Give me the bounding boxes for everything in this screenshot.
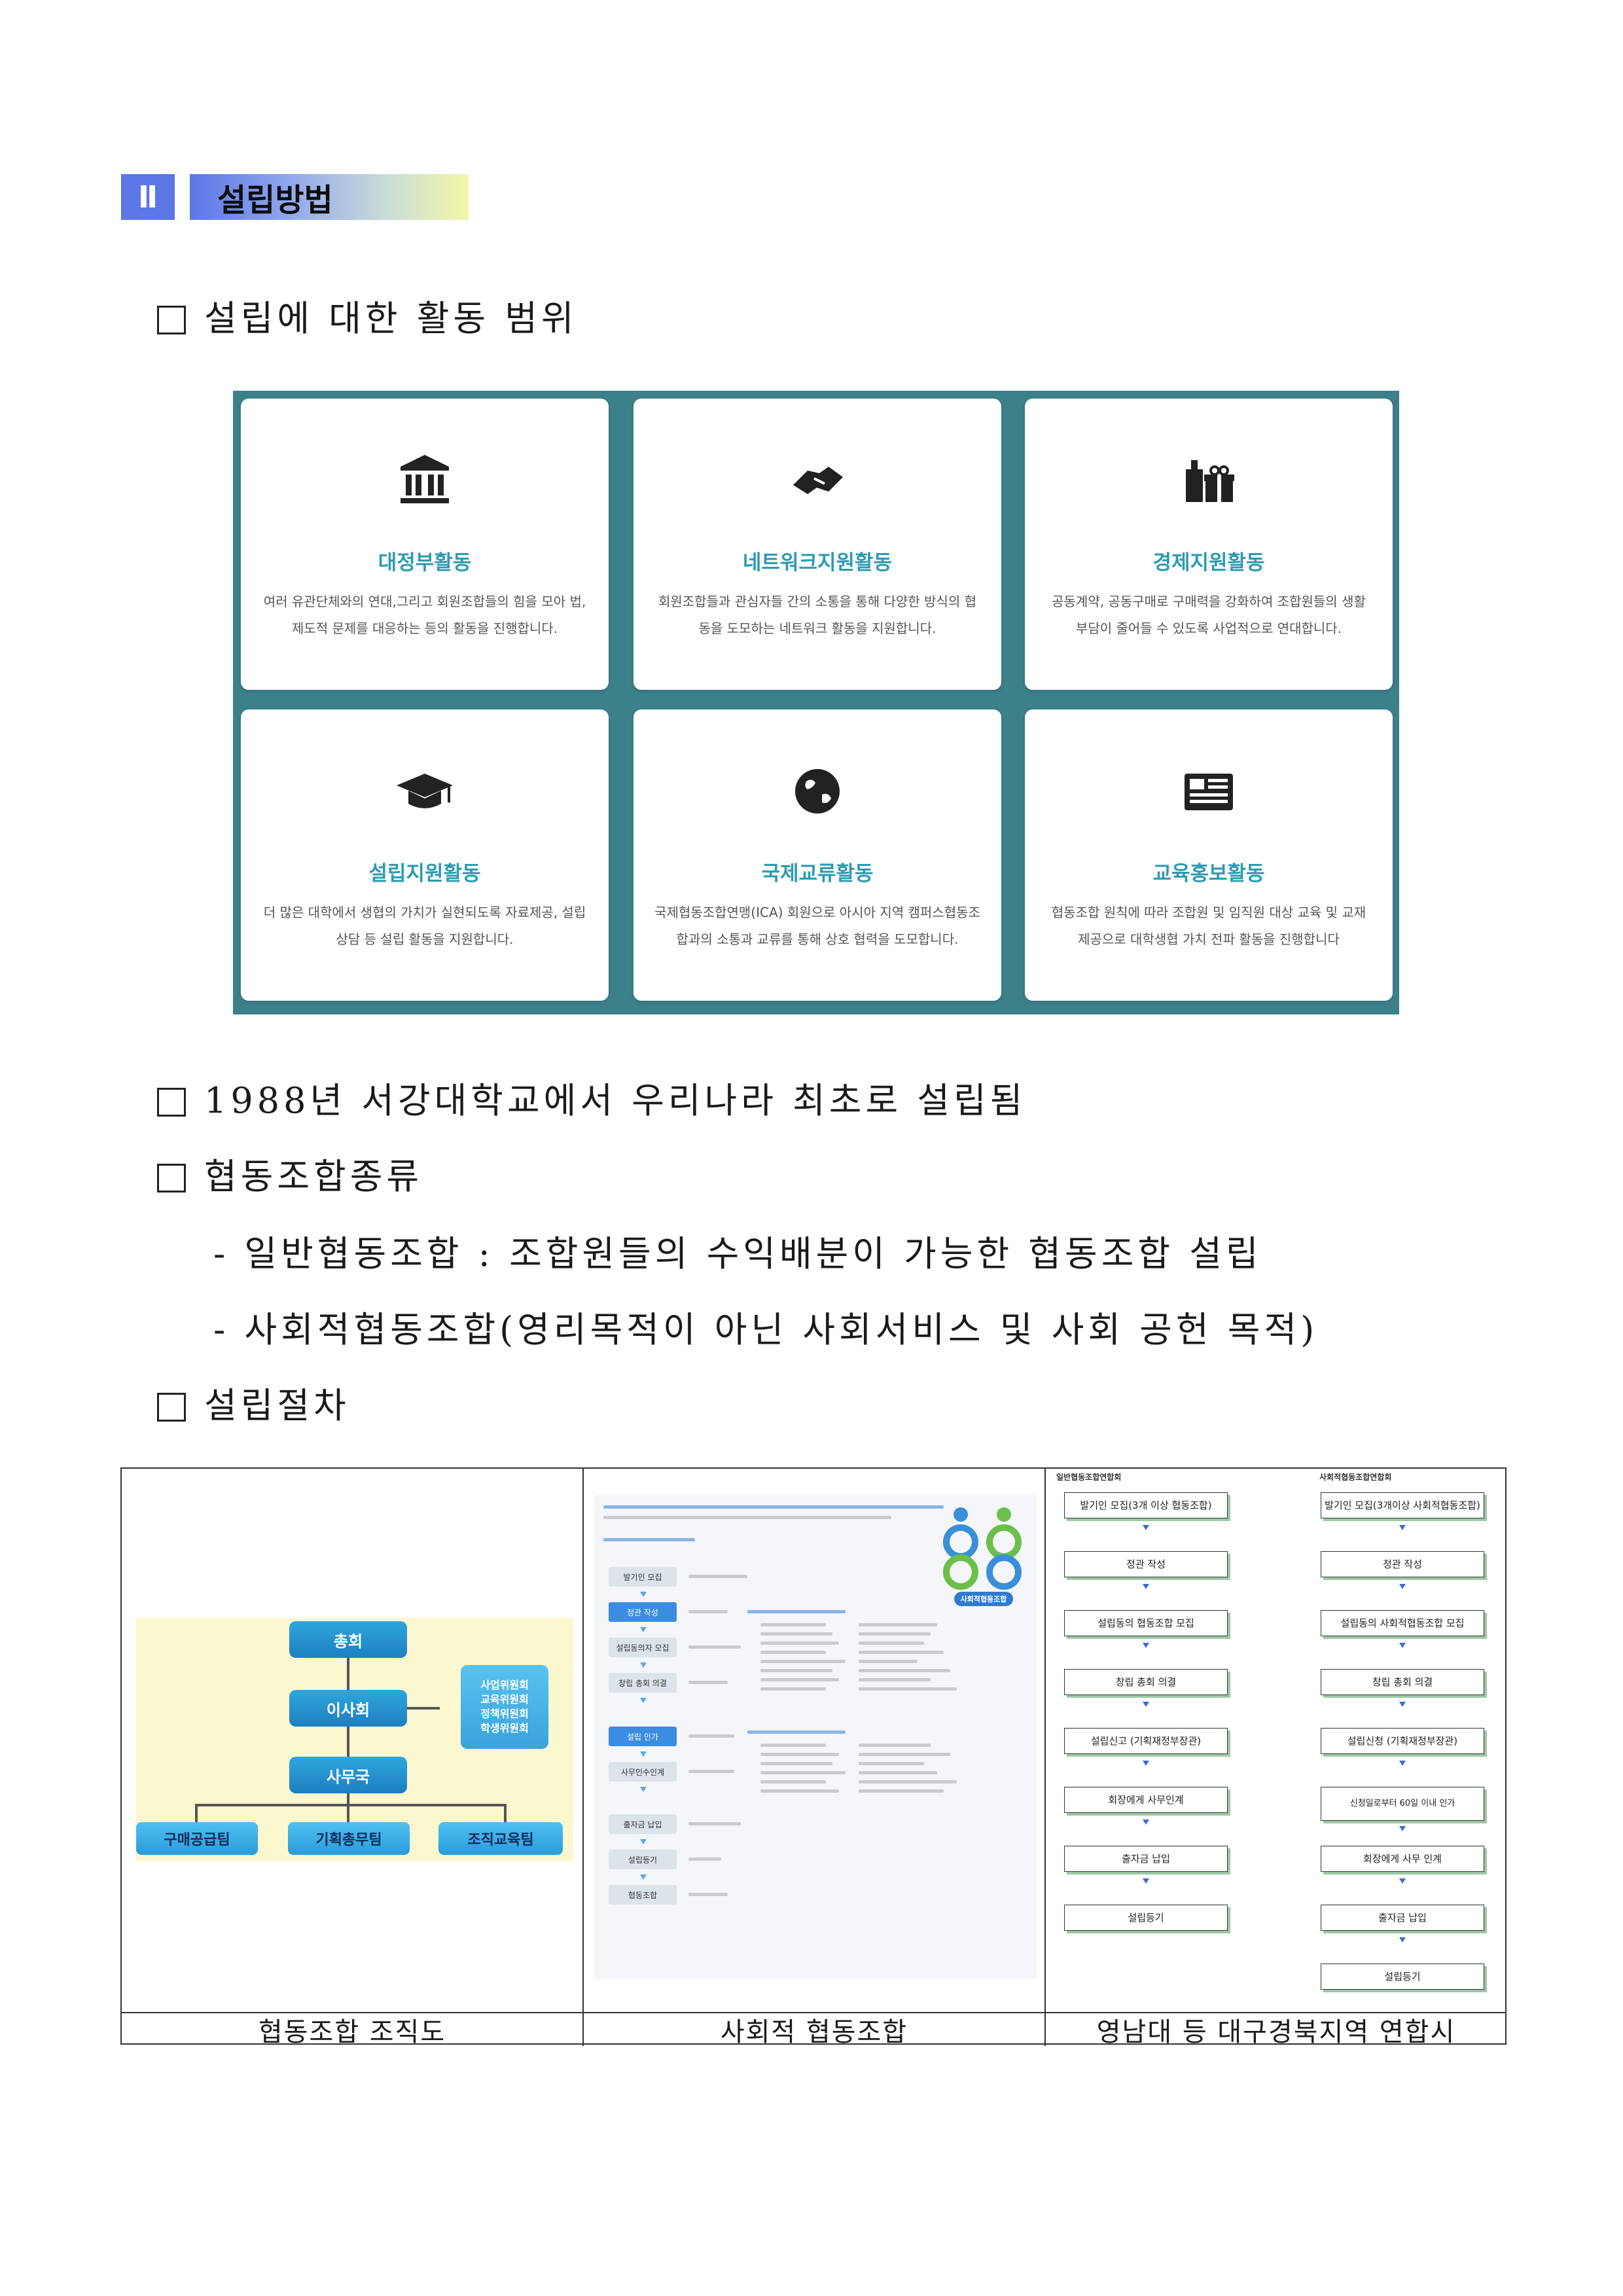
activity-description: 국제협동조합연맹(ICA) 회원으로 아시아 지역 캠퍼스협동조합과의 소통과 …: [654, 905, 980, 947]
committee-label: 정책위원회: [480, 1708, 529, 1720]
left-flow-step: 발기인 모집(3개 이상 협동조합): [1064, 1492, 1228, 1518]
government-building-icon: [401, 455, 449, 503]
org-team: 구매공급팀: [136, 1822, 258, 1855]
social-step: 설립등기: [609, 1850, 677, 1869]
social-step: 설립 인가: [609, 1727, 677, 1746]
item-text: 설립절차: [204, 1385, 350, 1426]
activity-description: 더 많은 대학에서 생협의 가치가 실현되도록 자료제공, 설립 상담 등 설립…: [263, 905, 586, 947]
social-step: 발기인 모집: [609, 1567, 677, 1587]
org-chart-cell: 총회 이사회 사무국 사업위원회 교육위원회 정책위원회 학생위원회 구매공급팀…: [122, 1469, 584, 2012]
right-flow-step: 신청일로부터 60일 이내 인가: [1321, 1787, 1484, 1821]
social-coop-logo-icon: [943, 1507, 1022, 1606]
checkbox-square-icon: [157, 1088, 186, 1117]
social-step: 출자금 납입: [609, 1814, 677, 1834]
org-node-committees: 사업위원회 교육위원회 정책위원회 학생위원회: [461, 1665, 548, 1749]
activity-description: 여러 유관단체와의 연대,그리고 회원조합들의 힘을 모아 법, 제도적 문제를…: [263, 594, 586, 636]
graduation-cap-icon: [397, 774, 453, 808]
right-flow-header: 사회적협동조합연합회: [1319, 1473, 1392, 1482]
item-text: 협동조합종류: [204, 1156, 423, 1197]
left-flow-step: 정관 작성: [1064, 1551, 1228, 1577]
item-types: 협동조합종류: [157, 1154, 423, 1200]
left-flow-header: 일반협동조합연합회: [1056, 1473, 1122, 1482]
globe-icon: [795, 769, 840, 814]
activity-description: 공동계약, 공동구매로 구매력을 강화하여 조합원들의 생활 부담이 줄어들 수…: [1052, 594, 1366, 636]
activity-description: 협동조합 원칙에 따라 조합원 및 임직원 대상 교육 및 교재 제공으로 대학…: [1051, 905, 1366, 947]
social-coop-logo-label: 사회적협동조합: [960, 1595, 1007, 1604]
social-step: 정관 작성: [609, 1602, 677, 1622]
social-step: 협동조합: [609, 1885, 677, 1905]
activity-card: 교육홍보활동 협동조합 원칙에 따라 조합원 및 임직원 대상 교육 및 교재 …: [1025, 709, 1393, 1001]
social-step: 창립 총회 의결: [609, 1673, 677, 1693]
item-type-social: - 사회적협동조합(영리목적이 아닌 사회서비스 및 사회 공헌 목적): [213, 1309, 1319, 1350]
right-flow-step: 설립신청 (기획재정부장관): [1321, 1728, 1484, 1754]
social-step: 사무인수인계: [609, 1762, 677, 1782]
activity-title: 국제교류활동: [761, 862, 874, 886]
org-node-office: 사무국: [289, 1757, 407, 1793]
committee-label: 학생위원회: [480, 1722, 529, 1734]
newspaper-icon: [1185, 774, 1233, 810]
left-flow-step: 회장에게 사무인계: [1064, 1787, 1228, 1813]
right-flow-step: 설립등기: [1321, 1964, 1484, 1990]
procedure-table: 총회 이사회 사무국 사업위원회 교육위원회 정책위원회 학생위원회 구매공급팀…: [120, 1467, 1507, 2047]
right-flow-step: 발기인 모집(3개이상 사회적협동조합): [1321, 1492, 1484, 1518]
activities-panel: 대정부활동 여러 유관단체와의 연대,그리고 회원조합들의 힘을 모아 법, 제…: [233, 391, 1399, 1014]
checkbox-square-icon: [157, 306, 186, 334]
activity-card: 네트워크지원활동 회원조합들과 관심자들 간의 소통을 통해 다양한 방식의 협…: [633, 399, 1001, 690]
caption-row: 협동조합 조직도 사회적 협동조합 영남대 등 대구경북지역 연합시: [122, 2012, 1505, 2047]
activity-title: 설립지원활동: [368, 862, 481, 886]
section-title: 설립방법: [190, 174, 469, 220]
item-text: 1988년 서강대학교에서 우리나라 최초로 설립됨: [204, 1080, 1027, 1121]
activity-title: 경제지원활동: [1152, 551, 1265, 575]
activity-card: 설립지원활동 더 많은 대학에서 생협의 가치가 실현되도록 자료제공, 설립 …: [241, 709, 609, 1001]
item-founded: 1988년 서강대학교에서 우리나라 최초로 설립됨: [157, 1078, 1026, 1124]
left-flow-step: 설립등기: [1064, 1905, 1228, 1931]
activity-card: 경제지원활동 공동계약, 공동구매로 구매력을 강화하여 조합원들의 생활 부담…: [1025, 399, 1393, 690]
committee-label: 교육위원회: [480, 1693, 529, 1706]
social-coop-cell: 사회적협동조합 발기인 모집 정관 작성 설립동의자 모집 창립 총회 의결 설…: [584, 1469, 1046, 2012]
gift-icon: [1186, 460, 1234, 502]
org-node-board: 이사회: [289, 1690, 407, 1727]
caption-regional: 영남대 등 대구경북지역 연합시: [1096, 2017, 1456, 2047]
left-flow-step: 설립신고 (기획재정부장관): [1064, 1728, 1228, 1754]
checkbox-square-icon: [157, 1393, 186, 1422]
section-number: Ⅱ: [121, 174, 175, 220]
left-flow-step: 창립 총회 의결: [1064, 1669, 1228, 1695]
item-type-general: - 일반협동조합 : 조합원들의 수익배분이 가능한 협동조합 설립: [213, 1233, 1262, 1274]
right-flow-step: 정관 작성: [1321, 1551, 1484, 1577]
social-step: 설립동의자 모집: [609, 1638, 677, 1657]
right-flow-step: 설립동의 사회적협동조합 모집: [1321, 1610, 1484, 1636]
activity-card: 대정부활동 여러 유관단체와의 연대,그리고 회원조합들의 힘을 모아 법, 제…: [241, 399, 609, 690]
left-flow-step: 출자금 납입: [1064, 1846, 1228, 1872]
checkbox-square-icon: [157, 1164, 186, 1193]
activity-description: 회원조합들과 관심자들 간의 소통을 통해 다양한 방식의 협동을 도모하는 네…: [658, 594, 977, 636]
activity-title: 대정부활동: [378, 551, 472, 575]
committee-label: 사업위원회: [480, 1679, 529, 1691]
item-procedure: 설립절차: [157, 1383, 350, 1429]
right-flow-step: 회장에게 사무 인계: [1321, 1846, 1484, 1872]
handshake-icon: [793, 467, 843, 494]
activity-card: 국제교류활동 국제협동조합연맹(ICA) 회원으로 아시아 지역 캠퍼스협동조합…: [633, 709, 1001, 1001]
regional-flow-cell: 일반협동조합연합회 사회적협동조합연합회 발기인 모집(3개 이상 협동조합) …: [1046, 1469, 1507, 2012]
item-text: 설립에 대한 활동 범위: [204, 298, 578, 339]
activity-title: 교육홍보활동: [1152, 862, 1265, 886]
org-node-general-assembly: 총회: [289, 1621, 407, 1658]
caption-social-coop: 사회적 협동조합: [584, 2013, 1046, 2047]
right-flow-step: 창립 총회 의결: [1321, 1669, 1484, 1695]
left-flow-step: 설립동의 협동조합 모집: [1064, 1610, 1228, 1636]
right-flow-step: 출자금 납입: [1321, 1905, 1484, 1931]
item-activity-scope: 설립에 대한 활동 범위: [157, 296, 578, 342]
org-team: 기획총무팀: [288, 1822, 410, 1855]
caption-org-chart: 협동조합 조직도: [122, 2013, 584, 2047]
activity-title: 네트워크지원활동: [742, 551, 893, 575]
org-team: 조직교육팀: [438, 1822, 563, 1855]
